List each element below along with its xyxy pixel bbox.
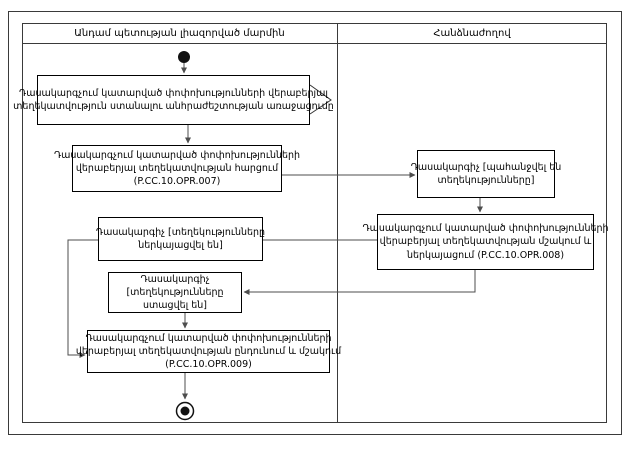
initial-node	[178, 51, 190, 63]
outer-border	[8, 11, 622, 435]
action-op008-line: Դասակարգչում կատարված փոփոխությունների	[362, 223, 609, 235]
state-received: Դասակարգիչ [տեղեկությունները ստացվել են]	[108, 272, 242, 313]
action-op008: Դասակարգչում կատարված փոփոխությունների վ…	[362, 214, 609, 270]
send-signal-notch	[309, 84, 332, 115]
state-submitted-line: Դասակարգիչ [տեղեկությունները	[95, 226, 266, 238]
event-node: Դասակարգչում կատարված փոփոխությունների վ…	[13, 75, 334, 125]
edge-state-submitted-to-op009	[67, 239, 98, 358]
state-received-line: [տեղեկությունները	[126, 286, 224, 298]
lane-divider	[337, 23, 338, 423]
lane-title-commission: Հանձնաժողով	[433, 27, 511, 39]
lane-header-separator	[22, 43, 607, 44]
event-node-line: Դասակարգչում կատարված փոփոխությունների վ…	[19, 87, 328, 99]
lane-header-right: Հանձնաժողով	[337, 23, 607, 43]
state-submitted: Դասակարգիչ [տեղեկությունները ներկայացվել…	[95, 217, 266, 261]
action-op009-line: Դասակարգչում կատարված փոփոխությունների	[85, 332, 332, 344]
state-received-line: Դասակարգիչ	[140, 273, 210, 285]
action-op009-code: (P.CC.10.OPR.009)	[165, 359, 252, 371]
state-received-line: ստացվել են]	[143, 300, 207, 312]
state-submitted-line: ներկայացվել են]	[138, 240, 223, 251]
action-op009-line: վերաբերյալ տեղեկատվության ընդունում և մշ…	[75, 345, 342, 357]
swimlane-frame	[22, 23, 607, 423]
action-op008-code: ներկայացում (P.CC.10.OPR.008)	[406, 249, 565, 261]
event-node-line: տեղեկատվություն ստանալու անհրաժեշտության…	[13, 101, 334, 112]
state-requested-line: Դասակարգիչ [պահանջվել են	[410, 161, 562, 173]
state-requested: Դասակարգիչ [պահանջվել են տեղեկություններ…	[411, 150, 561, 198]
action-op009: Դասակարգչում կատարված փոփոխությունների վ…	[76, 330, 341, 373]
action-op008-line: վերաբերյալ տեղեկատվության մշակում և	[379, 236, 592, 248]
action-op007-code: (P.CC.10.OPR.007)	[133, 176, 221, 188]
action-op007: Դասակարգչում կատարված փոփոխությունների վ…	[54, 145, 300, 192]
action-op007-line: վերաբերյալ տեղեկատվության հարցում	[75, 162, 279, 174]
lane-title-authorized-body: Անդամ պետության լիազորված մարմին	[74, 27, 285, 39]
final-node	[175, 401, 195, 421]
state-requested-line: տեղեկությունները]	[437, 175, 535, 186]
edge-op008-to-state-received	[243, 270, 476, 295]
lane-header-left: Անդամ պետության լիազորված մարմին	[22, 23, 337, 43]
action-op007-line: Դասակարգչում կատարված փոփոխությունների	[53, 149, 301, 161]
